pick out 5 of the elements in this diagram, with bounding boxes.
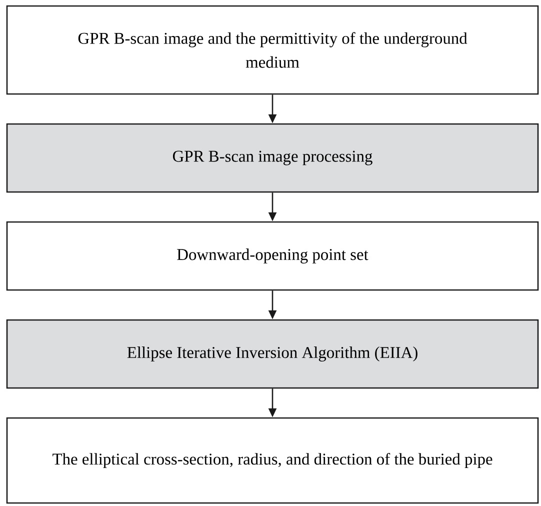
process-box: The elliptical cross-section, radius, and direction of the buried pipe [6,417,539,504]
process-box: GPR B-scan image processing [6,123,539,193]
process-box: Downward-opening point set [6,221,539,291]
process-box: Ellipse Iterative Inversion Algorithm (EIIA) [6,319,539,389]
process-box: GPR B-scan image and the permittivity of the underground medium [6,5,539,95]
